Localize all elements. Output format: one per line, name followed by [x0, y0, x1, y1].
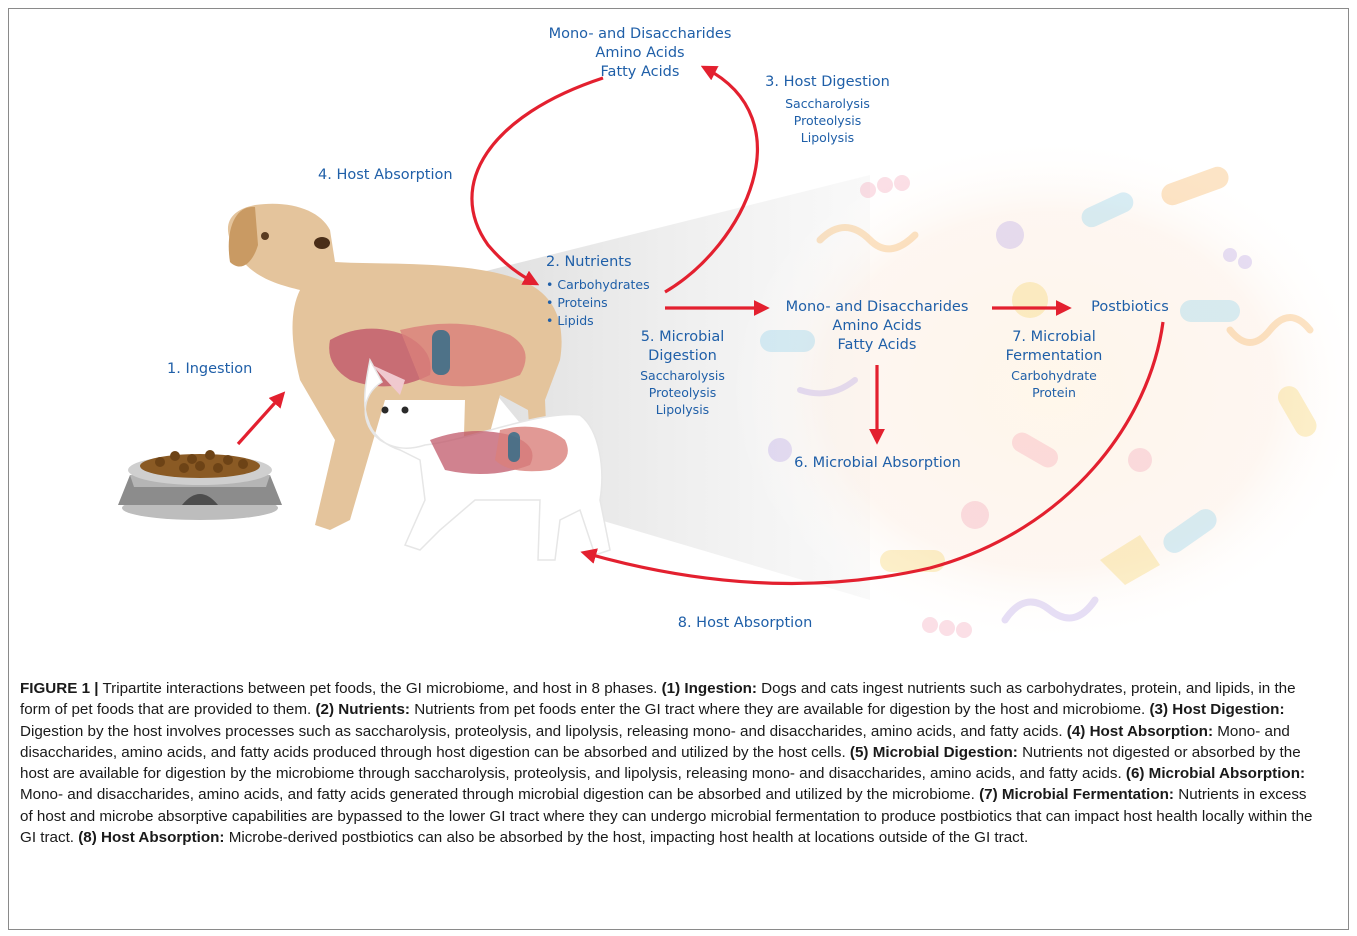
phase-2-head: (2) Nutrients:: [315, 701, 410, 718]
postbiotics-label: Postbiotics: [1075, 298, 1185, 317]
arrow-ingestion: [238, 395, 282, 444]
host-absorption-4-label: 4. Host Absorption: [318, 166, 473, 185]
phase-1-head: (1) Ingestion:: [662, 680, 757, 697]
phase-3-head: (3) Host Digestion:: [1150, 701, 1285, 718]
nutrients-items: • Carbohydrates • Proteins • Lipids: [546, 276, 650, 329]
phase-8-text: Microbe-derived postbiotics can also be …: [224, 829, 1028, 846]
caption-intro: Tripartite interactions between pet food…: [99, 680, 662, 697]
microbial-digestion-title: 5. Microbial Digestion: [620, 328, 745, 366]
phase-3-text: Digestion by the host involves processes…: [20, 723, 1067, 740]
figure-label: FIGURE 1 |: [20, 680, 99, 697]
host-absorption-8-label: 8. Host Absorption: [660, 614, 830, 633]
microbial-digestion-items: Saccharolysis Proteolysis Lipolysis: [625, 367, 740, 418]
figure-caption: FIGURE 1 | Tripartite interactions betwe…: [20, 678, 1320, 848]
host-digestion-items: Saccharolysis Proteolysis Lipolysis: [770, 95, 885, 146]
host-digestion-title: 3. Host Digestion: [745, 73, 910, 92]
top-products-label: Mono- and Disaccharides Amino Acids Fatt…: [530, 25, 750, 82]
phase-2-text: Nutrients from pet foods enter the GI tr…: [410, 701, 1150, 718]
nutrients-title: 2. Nutrients: [546, 253, 632, 272]
phase-5-head: (5) Microbial Digestion:: [850, 744, 1018, 761]
phase-8-head: (8) Host Absorption:: [78, 829, 224, 846]
phase-4-head: (4) Host Absorption:: [1067, 723, 1213, 740]
ingestion-label: 1. Ingestion: [167, 360, 252, 379]
mid-products-label: Mono- and Disaccharides Amino Acids Fatt…: [767, 298, 987, 355]
phase-6-head: (6) Microbial Absorption:: [1126, 765, 1305, 782]
microbial-fermentation-items: Carbohydrate Protein: [995, 367, 1113, 401]
food-bowl-illustration: [118, 450, 282, 520]
microbial-absorption-label: 6. Microbial Absorption: [775, 454, 980, 473]
microbial-fermentation-title: 7. Microbial Fermentation: [993, 328, 1115, 366]
phase-6-text: Mono- and disaccharides, amino acids, an…: [20, 786, 979, 803]
phase-7-head: (7) Microbial Fermentation:: [979, 786, 1174, 803]
